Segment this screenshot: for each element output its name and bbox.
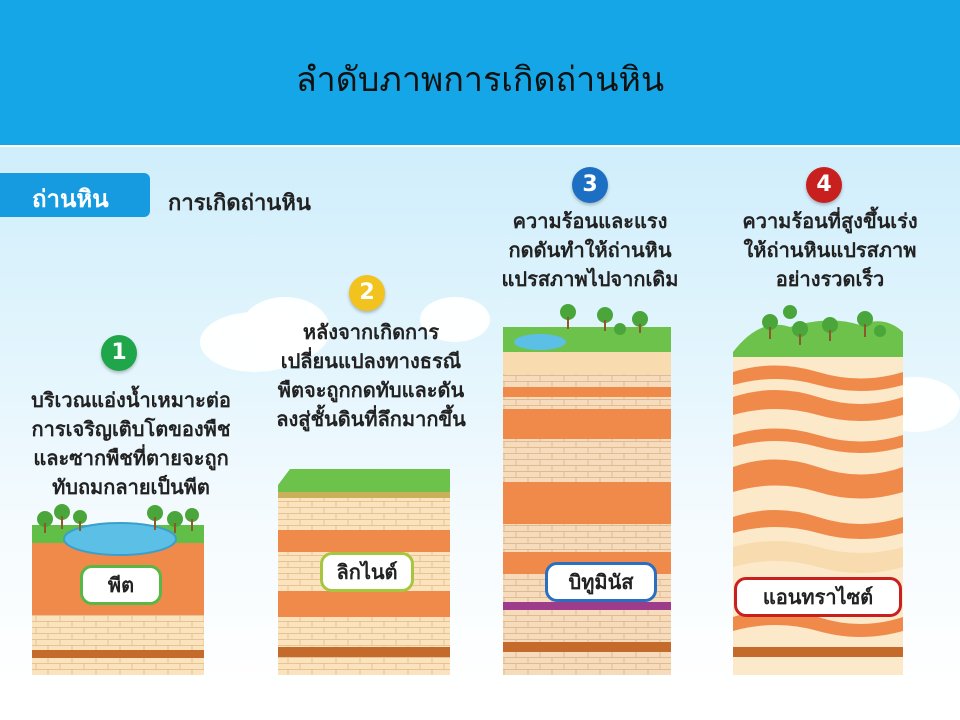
panel-subtitle: การเกิดถ่านหิน [168,191,311,216]
stage-2-description: หลังจากเกิดการ เปลี่ยนแปลงทางธรณี พืตจะถ… [252,318,490,434]
stage-3-line: แปรสภาพไปจากเดิม [501,267,679,291]
stage-4-line: ความร้อนที่สูงขึ้นเร่ง [742,209,918,233]
stage-3-line: ความร้อนและแรง [512,209,668,233]
page-title: ลำดับภาพการเกิดถ่านหิน [295,60,665,100]
stage-1-badge: 1 [101,335,137,371]
stage-2-line: เปลี่ยนแปลงทางธรณี [280,349,462,373]
bituminous-label: บิทูมินัส [545,562,657,602]
header-bar: ลำดับภาพการเกิดถ่านหิน [0,0,960,145]
stage-2-badge: 2 [349,275,385,311]
stage-2-line: หลังจากเกิดการ [302,320,440,344]
stage-3-line: กดดันทำให้ถ่านหิน [508,238,672,262]
topic-tag: ถ่านหิน [0,173,150,217]
stage-1-line: การเจริญเติบโตของพืช [31,417,231,441]
stage-4-line: ให้ถ่านหินแปรสภาพ [743,238,917,262]
stage-1-line: และซากพืชที่ตายจะถูก [33,446,229,470]
stage-4-description: ความร้อนที่สูงขึ้นเร่ง ให้ถ่านหินแปรสภาพ… [708,207,952,294]
lignite-label: ลิกไนต์ [320,552,414,592]
stage-1-description: บริเวณแอ่งน้ำเหมาะต่อ การเจริญเติบโตของพ… [0,386,262,502]
stage-2-line: พืตจะถูกกดทับและดัน [277,378,465,402]
rock-layers-illustration [32,304,903,675]
stage-3-description: ความร้อนและแรง กดดันทำให้ถ่านหิน แปรสภาพ… [472,207,708,294]
cloud-decoration [240,297,330,362]
peat-label: พีต [80,565,162,605]
stage-1-line: ทับถมกลายเป็นพีต [52,475,210,499]
stage-2-line: ลงสู่ชั้นดินที่ลึกมากขึ้น [276,407,466,431]
topic-tag-label: ถ่านหิน [32,185,109,213]
anthracite-block [733,305,903,675]
anthracite-label: แอนทราไซต์ [734,577,902,617]
peat-block [32,504,204,675]
stage-4-line: อย่างรวดเร็ว [775,267,885,291]
stage-1-line: บริเวณแอ่งน้ำเหมาะต่อ [31,388,231,412]
bituminous-block [503,304,671,675]
diagram-panel: ถ่านหิน การเกิดถ่านหิน [0,147,960,687]
cloud-decoration [420,297,490,342]
bottom-strip [0,687,960,720]
stage-3-badge: 3 [572,167,608,203]
stage-4-badge: 4 [806,167,842,203]
